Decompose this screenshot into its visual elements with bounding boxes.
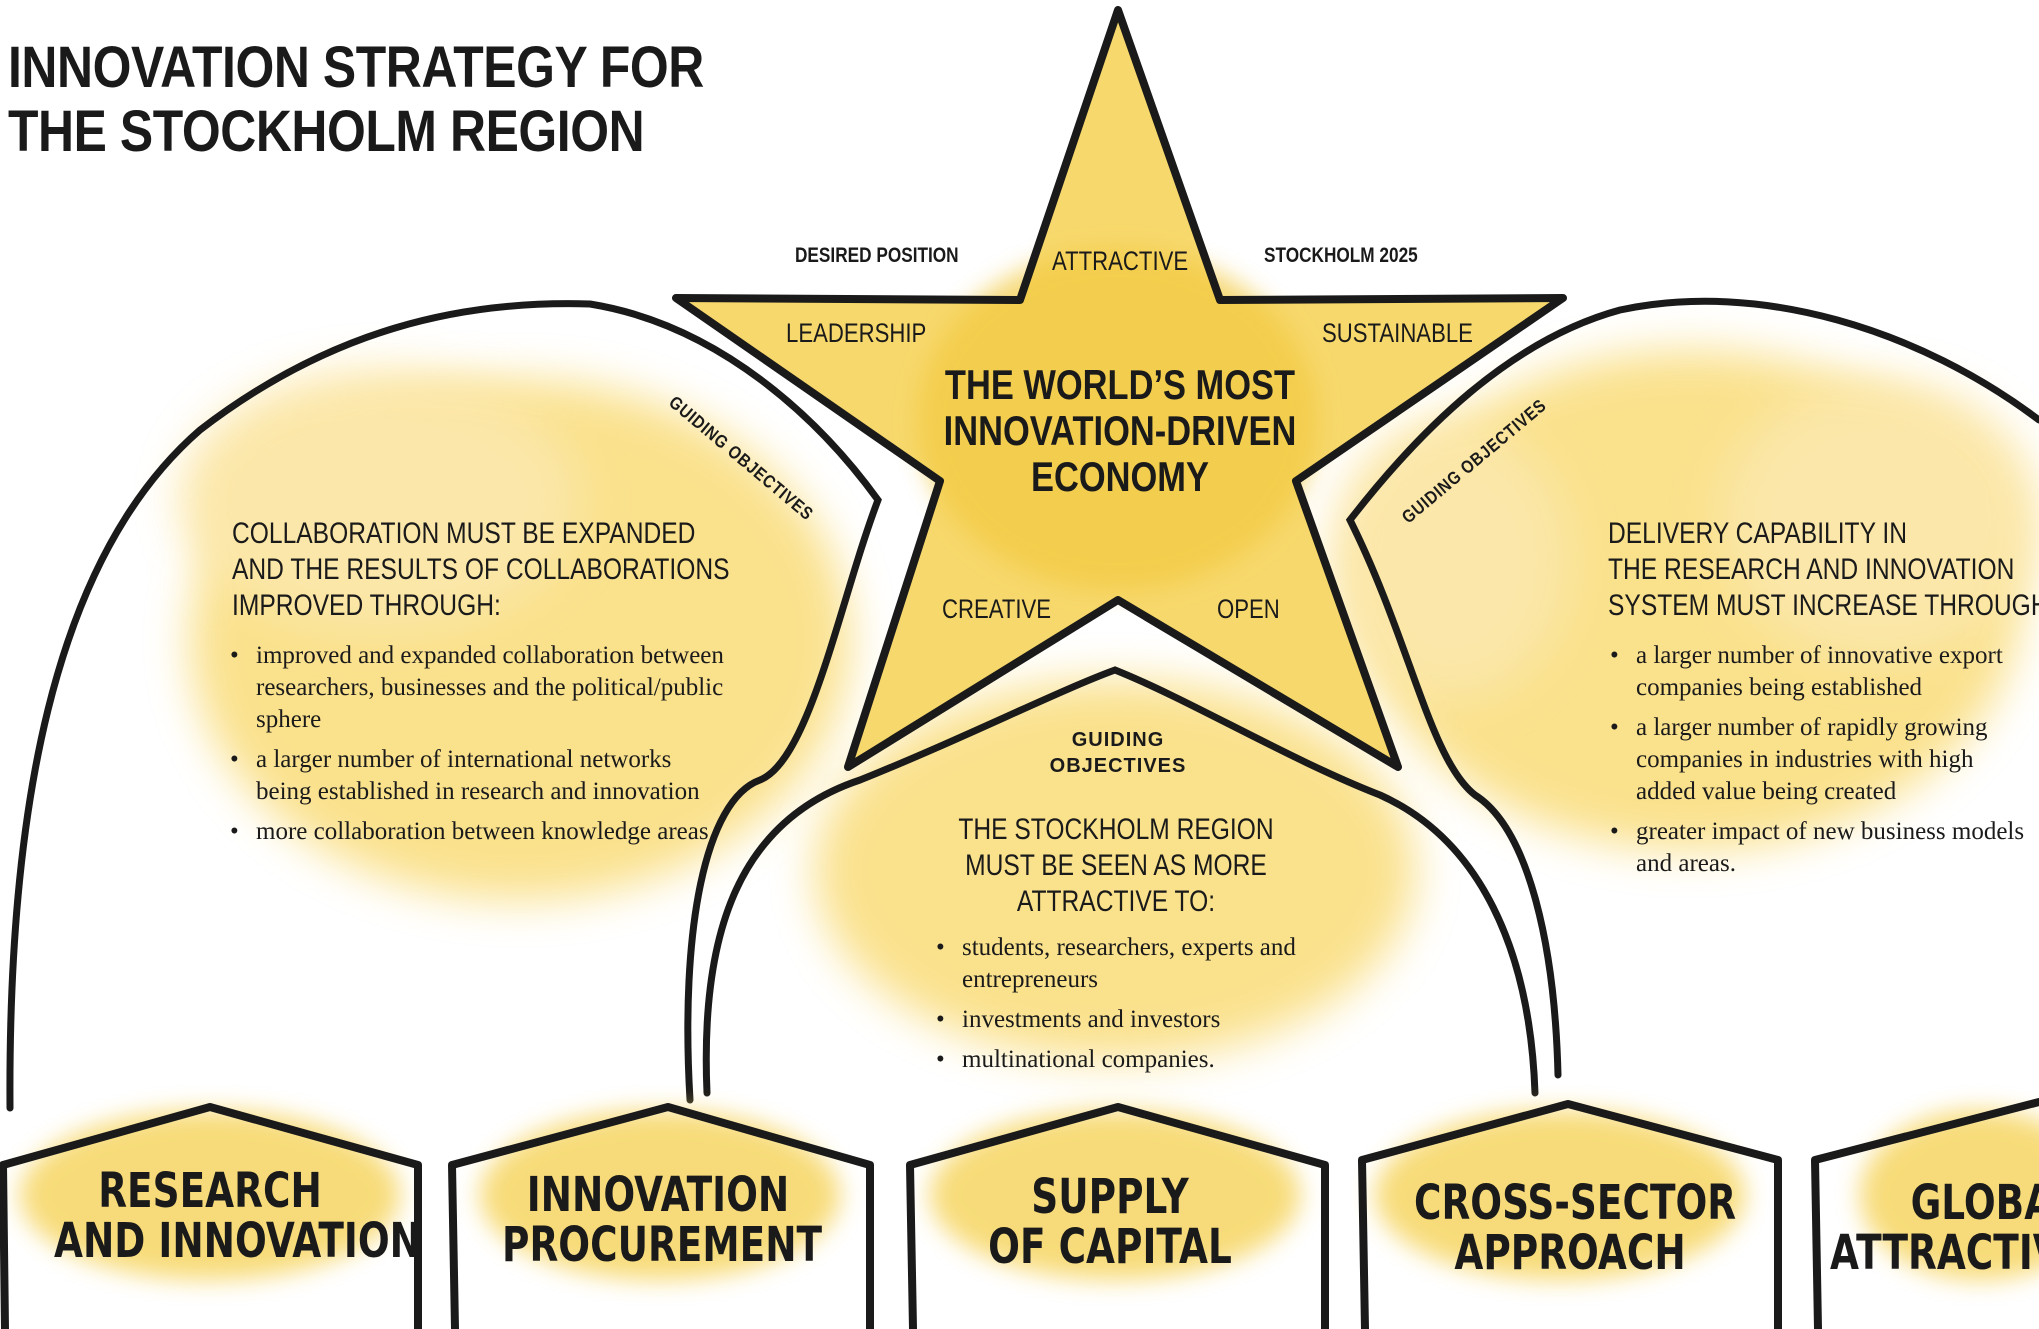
list-item: a larger number of international network…: [228, 744, 728, 808]
center-heading-line-2: MUST BE SEEN AS MORE: [965, 849, 1267, 882]
left-heading: COLLABORATION MUST BE EXPANDED AND THE R…: [232, 516, 730, 624]
list-item: multinational companies.: [934, 1044, 1334, 1076]
pillar-label-line-1: SUPPLY: [1031, 1169, 1189, 1225]
left-dome-outline: [6, 300, 882, 1112]
center-heading: THE STOCKHOLM REGION MUST BE SEEN AS MOR…: [911, 812, 1321, 920]
pillar-innovation-procurement: INNOVATION PROCUREMENT: [502, 1167, 823, 1273]
pillar-global-attractiveness-clip: GLOBAL ATTRACTIVENESS: [1824, 1160, 2039, 1329]
list-item: more collaboration between knowledge are…: [228, 816, 728, 848]
pillar-label-line-2: ATTRACTIVENESS: [1830, 1225, 2039, 1281]
attractive-label: ATTRACTIVE: [1052, 246, 1189, 276]
title-line-2: THE STOCKHOLM REGION: [8, 99, 645, 164]
left-heading-line-3: IMPROVED THROUGH:: [232, 589, 501, 622]
goal-line-1: THE WORLD’S MOST: [944, 361, 1296, 408]
pillar-label-line-1: RESEARCH: [98, 1163, 322, 1219]
right-dome-outline: [1345, 297, 2039, 1079]
pillar-cross-sector-approach: CROSS-SECTOR APPROACH: [1414, 1175, 1737, 1281]
pillar-label-line-2: APPROACH: [1454, 1225, 1686, 1281]
central-goal: THE WORLD’S MOST INNOVATION-DRIVEN ECONO…: [923, 362, 1317, 500]
pillar-supply-of-capital: SUPPLY OF CAPITAL: [954, 1172, 1266, 1272]
leadership-label: LEADERSHIP: [786, 318, 927, 348]
left-heading-line-1: COLLABORATION MUST BE EXPANDED: [232, 517, 696, 550]
pillar-research-and-innovation: RESEARCH AND INNOVATION: [54, 1163, 421, 1269]
pillar-label-line-1: CROSS-SECTOR: [1414, 1175, 1737, 1231]
creative-label: CREATIVE: [942, 594, 1052, 624]
goal-line-2: INNOVATION-DRIVEN: [943, 407, 1297, 454]
right-heading-line-1: DELIVERY CAPABILITY IN: [1608, 517, 1907, 550]
pillar-label-line-1: GLOBAL: [1910, 1175, 2039, 1231]
list-item: students, researchers, experts and entre…: [934, 932, 1334, 996]
center-bullet-list: students, researchers, experts and entre…: [934, 932, 1334, 1084]
pillar-global-attractiveness: GLOBAL ATTRACTIVENESS: [1830, 1178, 2039, 1278]
pillar-label-line-1: INNOVATION: [526, 1167, 790, 1223]
list-item: a larger number of rapidly growing compa…: [1608, 712, 2028, 808]
center-dome-outline: [702, 666, 1539, 1097]
pillar-label-line-2: PROCUREMENT: [502, 1217, 823, 1273]
left-bullet-list: improved and expanded collaboration betw…: [228, 640, 728, 856]
center-tag-line-2: OBJECTIVES: [1049, 755, 1187, 777]
goal-line-3: ECONOMY: [1031, 453, 1209, 500]
stockholm-2025-label: STOCKHOLM 2025: [1264, 244, 1418, 267]
center-guiding-objectives-tag: GUIDING OBJECTIVES: [1018, 727, 1218, 779]
center-tag-line-1: GUIDING: [1071, 729, 1165, 751]
open-label: OPEN: [1217, 594, 1280, 624]
right-bullet-list: a larger number of innovative export com…: [1608, 640, 2028, 888]
pillar-label-line-2: AND INNOVATION: [54, 1213, 421, 1269]
title-line-1: INNOVATION STRATEGY FOR: [8, 35, 704, 100]
list-item: greater impact of new business models an…: [1608, 816, 2028, 880]
right-heading-line-3: SYSTEM MUST INCREASE THROUGH:: [1608, 589, 2039, 622]
list-item: a larger number of innovative export com…: [1608, 640, 2028, 704]
desired-position-label: DESIRED POSITION: [795, 244, 959, 267]
pillar-label-line-2: OF CAPITAL: [988, 1219, 1232, 1275]
page-title: INNOVATION STRATEGY FOR THE STOCKHOLM RE…: [8, 36, 782, 164]
right-heading: DELIVERY CAPABILITY IN THE RESEARCH AND …: [1608, 516, 2039, 624]
pillar-outlines: [0, 1098, 2039, 1329]
center-heading-line-3: ATTRACTIVE TO:: [1016, 885, 1216, 918]
list-item: improved and expanded collaboration betw…: [228, 640, 728, 736]
list-item: investments and investors: [934, 1004, 1334, 1036]
center-heading-line-1: THE STOCKHOLM REGION: [958, 813, 1274, 846]
sustainable-label: SUSTAINABLE: [1322, 318, 1473, 348]
left-heading-line-2: AND THE RESULTS OF COLLABORATIONS: [232, 553, 730, 586]
right-heading-line-2: THE RESEARCH AND INNOVATION: [1608, 553, 2015, 586]
